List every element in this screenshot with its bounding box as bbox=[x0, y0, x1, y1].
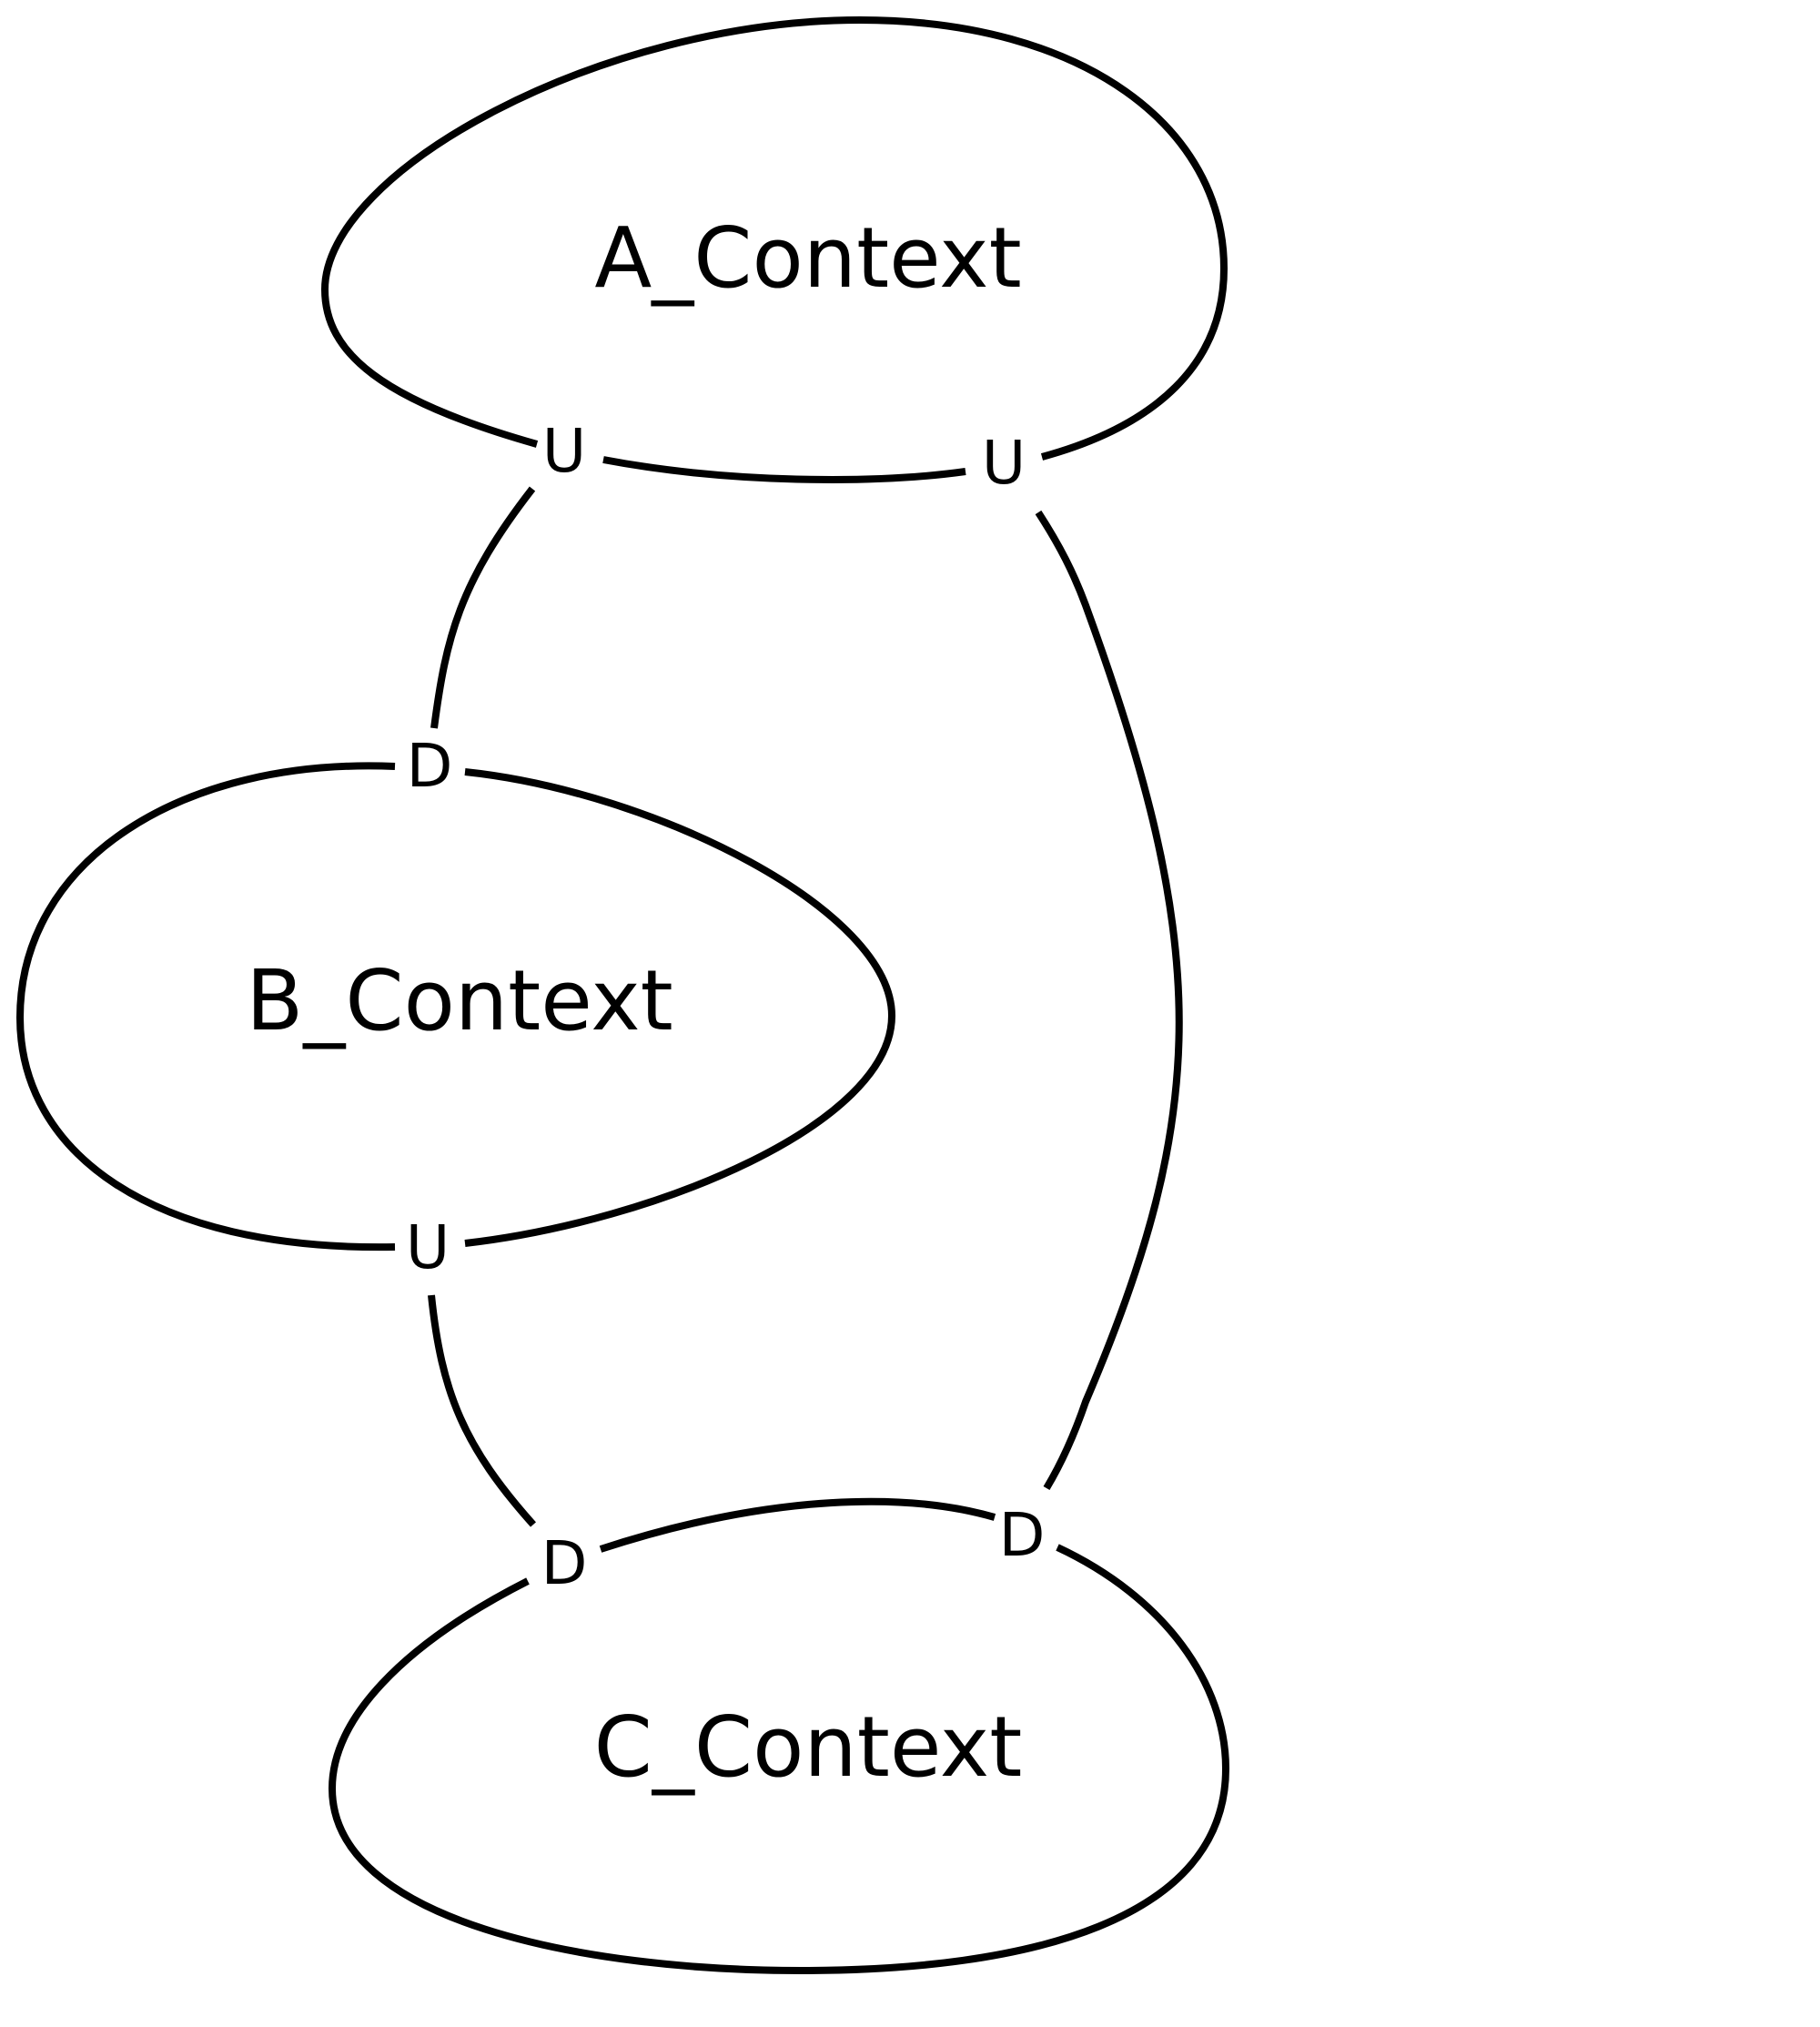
port-label-b-top: D bbox=[407, 731, 453, 801]
port-label-c-left: D bbox=[541, 1528, 588, 1598]
context-label-b: B_Context bbox=[246, 952, 673, 1049]
context-shape-b bbox=[15, 762, 896, 1252]
context-shape-a bbox=[320, 15, 1228, 483]
context-label-c: C_Context bbox=[594, 1698, 1023, 1796]
relationship-edge-a-c[interactable] bbox=[1035, 510, 1183, 1491]
context-node-a[interactable]: A_Context bbox=[320, 15, 1228, 483]
port-label-a-right: U bbox=[982, 428, 1026, 498]
context-shape-c bbox=[328, 1497, 1230, 1975]
port-label-b-bottom: U bbox=[406, 1212, 450, 1282]
context-node-b[interactable]: B_Context bbox=[15, 762, 896, 1252]
port-label-a-left: U bbox=[542, 416, 586, 486]
port-label-c-right: D bbox=[999, 1500, 1046, 1570]
relationship-edge-a-b[interactable] bbox=[430, 486, 536, 729]
context-label-a: A_Context bbox=[594, 209, 1021, 307]
context-node-c[interactable]: C_Context bbox=[328, 1497, 1230, 1975]
relationship-edge-b-c[interactable] bbox=[428, 1294, 536, 1527]
